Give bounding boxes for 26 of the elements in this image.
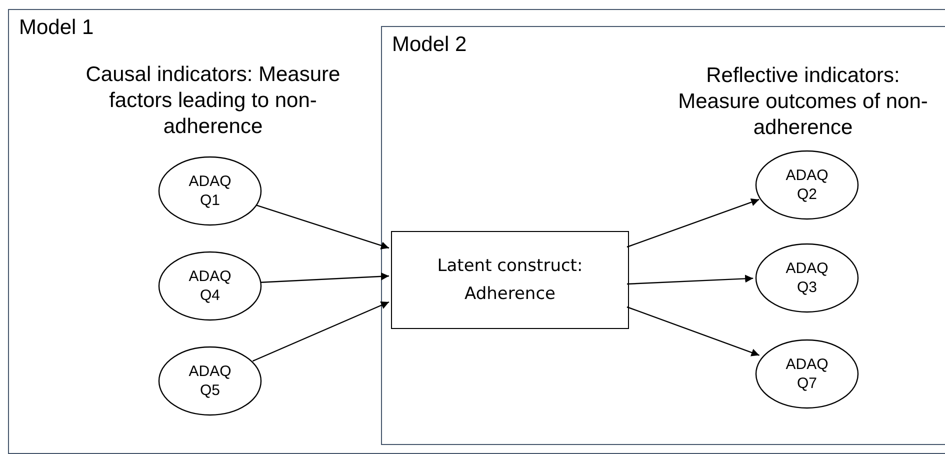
indicator-heading: Causal indicators: Measure factors leading to non-adherence xyxy=(84,62,342,140)
arrow xyxy=(626,274,754,285)
indicator-ellipse xyxy=(158,251,262,321)
indicator-label: ADAQ Q7 xyxy=(784,355,830,393)
arrow xyxy=(256,204,390,250)
indicator-label: ADAQ Q5 xyxy=(188,362,232,400)
indicator-label: ADAQ Q4 xyxy=(188,267,232,305)
indicator-heading: Reflective indicators: Measure outcomes of non-adherence xyxy=(678,63,928,141)
frame-title: Model 2 xyxy=(392,33,467,57)
arrow xyxy=(626,306,760,356)
indicator-label: ADAQ Q1 xyxy=(188,172,232,210)
indicator-label: ADAQ Q2 xyxy=(784,166,830,204)
arrow xyxy=(252,301,390,362)
construct-box xyxy=(391,231,629,329)
arrow xyxy=(626,198,760,248)
indicator-ellipse xyxy=(755,339,859,409)
indicator-ellipse xyxy=(158,156,262,226)
model-frame xyxy=(8,9,945,454)
indicator-ellipse xyxy=(158,346,262,416)
frame-title: Model 1 xyxy=(19,16,94,40)
indicator-ellipse xyxy=(755,243,859,313)
arrow xyxy=(260,272,390,283)
indicator-ellipse xyxy=(755,150,859,220)
indicator-label: ADAQ Q3 xyxy=(784,259,830,297)
construct-label: Latent construct: Adherence xyxy=(436,255,584,306)
model-frame xyxy=(381,26,945,445)
